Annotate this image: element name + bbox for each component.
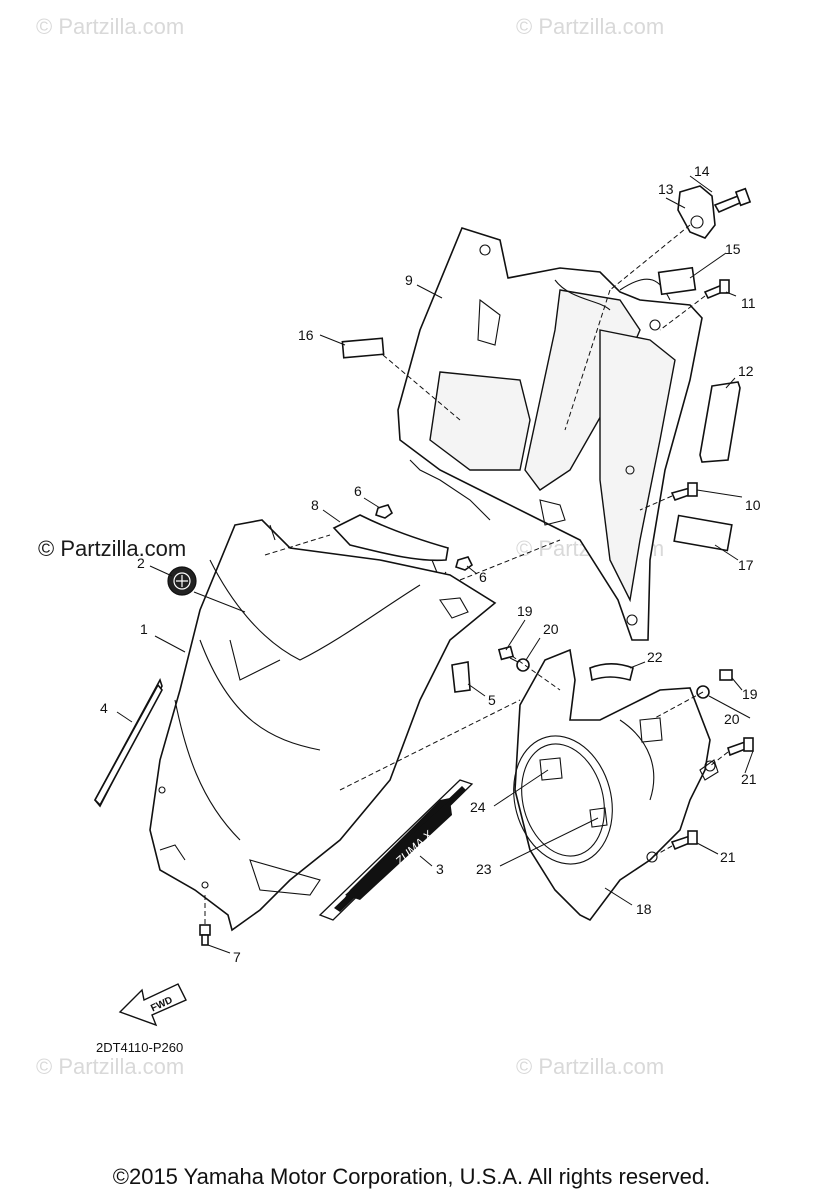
part-14-screw xyxy=(713,187,752,214)
part-13-clip xyxy=(677,185,716,239)
part-3-decal xyxy=(318,779,474,921)
watermark-bottom-left: © Partzilla.com xyxy=(36,1054,185,1079)
part-2-emblem xyxy=(167,566,197,596)
callout-23: 23 xyxy=(476,861,492,877)
part-9-inner-panel xyxy=(397,227,703,641)
callout-4: 4 xyxy=(100,700,108,716)
watermark-top-right: © Partzilla.com xyxy=(516,14,665,39)
part-1-front-cowl xyxy=(149,519,497,932)
callout-21a: 21 xyxy=(741,771,757,787)
part-21-screw-a xyxy=(727,737,754,757)
callout-11: 11 xyxy=(741,295,756,311)
callout-6a: 6 xyxy=(354,483,362,499)
part-7-screw xyxy=(199,895,211,946)
part-15-label xyxy=(657,266,697,296)
callout-12: 12 xyxy=(738,363,754,379)
callout-1: 1 xyxy=(140,621,148,637)
callout-labels: 1 2 3 4 5 6 6 7 8 9 10 11 12 13 14 15 16… xyxy=(100,163,761,965)
part-21-screw-b xyxy=(670,830,698,851)
callout-6b: 6 xyxy=(479,569,487,585)
diagram-code: 2DT4110-P260 xyxy=(96,1040,184,1055)
part-6-nut-a xyxy=(375,504,394,519)
callout-18: 18 xyxy=(636,901,652,917)
part-10-screw xyxy=(670,482,698,502)
callout-19a: 19 xyxy=(517,603,533,619)
part-18-headlight-housing xyxy=(513,648,719,922)
part-4-sheet-edge xyxy=(94,683,163,807)
callout-20b: 20 xyxy=(724,711,740,727)
watermark-top-left: © Partzilla.com xyxy=(36,14,185,39)
part-5-clip xyxy=(451,661,471,693)
callout-8: 8 xyxy=(311,497,319,513)
part-19-bolt-b xyxy=(719,669,733,681)
callout-15: 15 xyxy=(725,241,741,257)
callout-7: 7 xyxy=(233,949,241,965)
part-12-pad xyxy=(699,381,741,463)
watermark-bottom-right: © Partzilla.com xyxy=(516,1054,665,1079)
callout-21b: 21 xyxy=(720,849,736,865)
callout-13: 13 xyxy=(658,181,674,197)
callout-20a: 20 xyxy=(543,621,559,637)
callout-leaders xyxy=(116,175,754,954)
callout-10: 10 xyxy=(745,497,761,513)
callout-14: 14 xyxy=(694,163,710,179)
callout-9: 9 xyxy=(405,272,413,288)
part-22-pad xyxy=(589,663,634,682)
part-19-bolt-a xyxy=(497,645,519,663)
part-16-label xyxy=(341,337,385,359)
fwd-arrow-icon: FWD xyxy=(118,983,187,1027)
copyright-notice: ©2015 Yamaha Motor Corporation, U.S.A. A… xyxy=(112,1164,711,1189)
part-11-screw xyxy=(703,279,730,300)
callout-5: 5 xyxy=(488,692,496,708)
callout-3: 3 xyxy=(436,861,444,877)
callout-19b: 19 xyxy=(742,686,758,702)
callout-17: 17 xyxy=(738,557,754,573)
callout-2: 2 xyxy=(137,555,145,571)
callout-22: 22 xyxy=(647,649,663,665)
part-17-label xyxy=(673,514,733,552)
callout-24: 24 xyxy=(470,799,486,815)
callout-16: 16 xyxy=(298,327,314,343)
watermark-middle-left: © Partzilla.com xyxy=(38,536,187,561)
